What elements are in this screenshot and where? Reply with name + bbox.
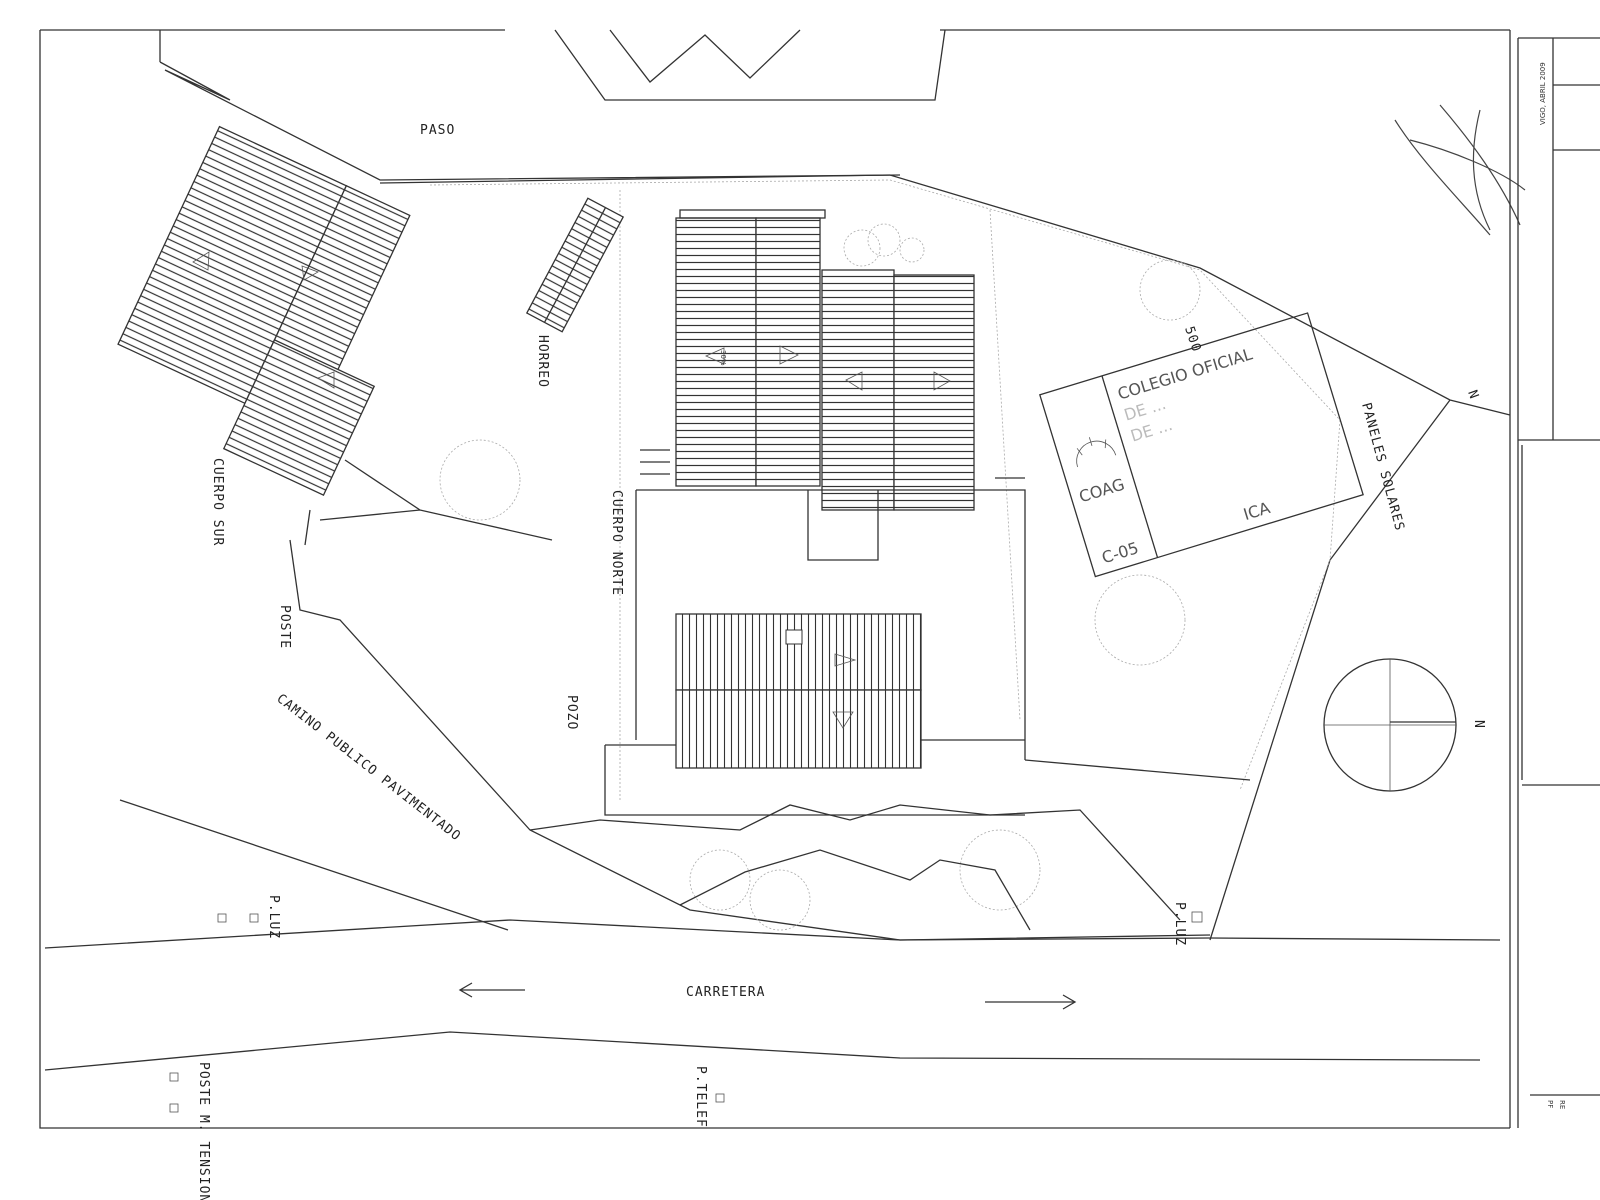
label-north-small: N <box>1464 388 1481 401</box>
label-poste-tension: POSTE M. TENSION <box>196 1062 211 1200</box>
trees <box>439 223 1201 931</box>
label-pozo: POZO <box>564 695 579 730</box>
arrow-left <box>458 982 525 998</box>
cuerpo-norte-building <box>604 209 1251 816</box>
label-paso: PASO <box>420 123 455 138</box>
stamp-line1: COLEGIO OFICIAL <box>1115 344 1254 403</box>
label-pluz-right: P.LUZ <box>1172 902 1187 946</box>
label-carretera: CARRETERA <box>686 985 765 1000</box>
label-horreo: HORREO <box>535 335 550 388</box>
label-cuerpo-norte: CUERPO NORTE <box>609 490 624 596</box>
label-ptelef: P.TELEF <box>693 1066 708 1128</box>
slope-markers <box>192 251 951 729</box>
title-bottom1: PF <box>1546 1100 1554 1108</box>
top-wall <box>159 29 946 181</box>
title-date: VIGO, ABRIL 2009 <box>1539 62 1547 125</box>
label-pluz-left: P.LUZ <box>266 895 281 939</box>
vegetation-edge <box>429 179 1341 800</box>
stamp-footer: ICA <box>1241 498 1272 524</box>
label-cuerpo-sur: CUERPO SUR <box>210 458 225 546</box>
label-north: N <box>1471 720 1486 729</box>
stamp-code: C-05 <box>1100 538 1141 567</box>
utility-poles <box>169 911 1203 1113</box>
slope-label: 30% <box>719 350 727 366</box>
cuerpo-sur-building <box>117 125 411 496</box>
path-lines <box>304 459 553 546</box>
road-edge-bottom <box>44 1031 1481 1071</box>
garden-outline <box>529 804 1181 931</box>
signature <box>1394 104 1526 236</box>
north-arrow <box>1323 658 1457 792</box>
coag-stamp: COLEGIO OFICIAL DE ... DE ... COAG C-05 … <box>1038 312 1364 578</box>
stamp-logo: COAG <box>1077 475 1127 507</box>
arrow-right <box>985 994 1077 1010</box>
title-block <box>1509 30 1600 1128</box>
label-poste: POSTE <box>277 605 292 649</box>
label-camino: CAMINO PUBLICO PAVIMENTADO <box>274 691 464 844</box>
title-bottom2: RE <box>1558 1100 1566 1109</box>
road-edge-top <box>44 919 1501 949</box>
horreo-building <box>525 197 625 333</box>
frame <box>39 29 1510 1129</box>
